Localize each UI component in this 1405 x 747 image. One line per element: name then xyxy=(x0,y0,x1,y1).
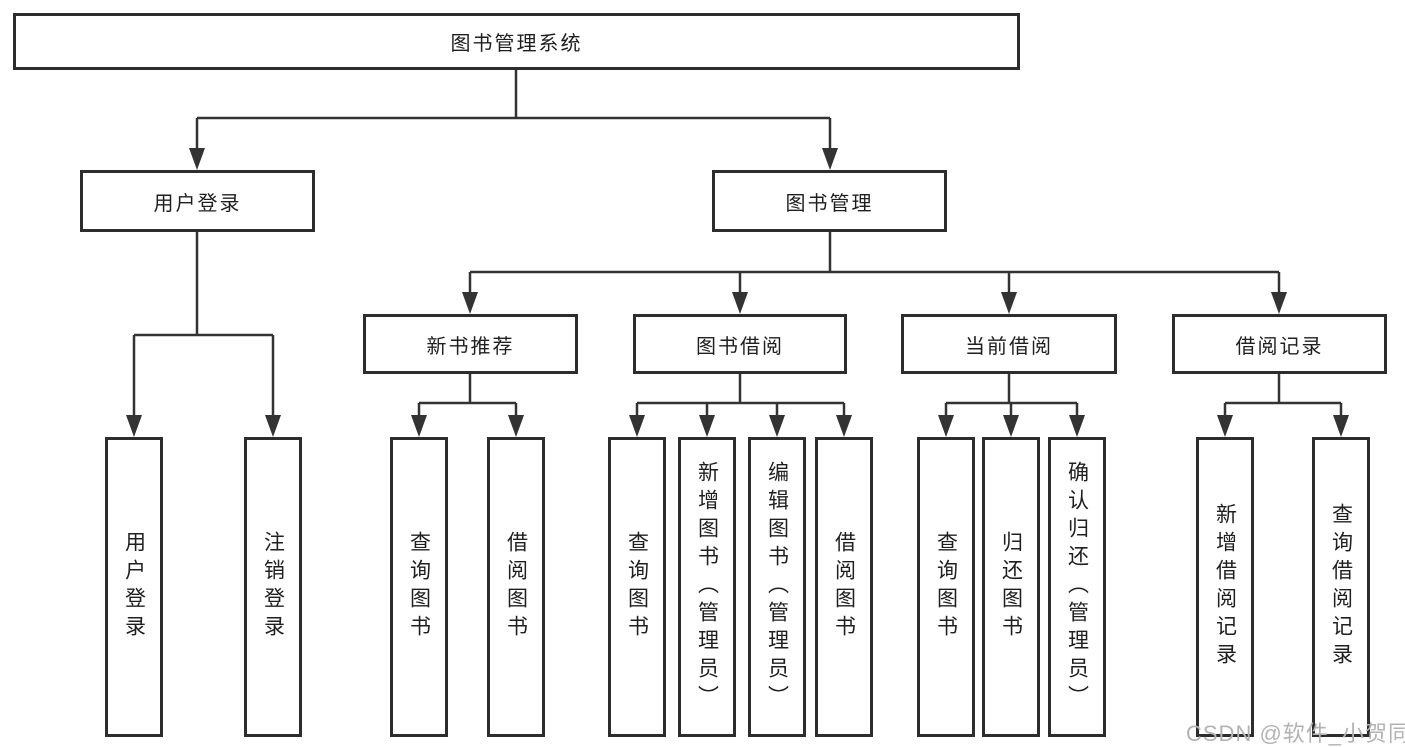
node-root-system: 图书管理系统 xyxy=(13,13,1020,70)
node-user-login: 用户登录 xyxy=(80,170,315,232)
connector-records-to-leaves xyxy=(1223,374,1343,419)
leaf-confirm-return-admin-label: 确认归还（管理员） xyxy=(1065,461,1089,713)
node-book-borrowing-label: 图书借阅 xyxy=(696,335,784,358)
leaf-borrow-books: 借阅图书 xyxy=(815,437,873,737)
leaf-return-book-label: 归还图书 xyxy=(999,531,1023,643)
node-root-label: 图书管理系统 xyxy=(450,33,583,55)
leaf-query-books-current-label: 查询图书 xyxy=(934,531,958,643)
leaf-confirm-return-admin: 确认归还（管理员） xyxy=(1048,437,1106,737)
node-borrowing-records-label: 借阅记录 xyxy=(1235,335,1324,358)
node-new-book-recommend: 新书推荐 xyxy=(363,314,578,374)
leaf-query-books-recommend: 查询图书 xyxy=(390,437,448,737)
leaf-borrow-books-recommend: 借阅图书 xyxy=(487,437,545,737)
leaf-add-book-admin-label: 新增图书（管理员） xyxy=(695,461,719,713)
node-book-management: 图书管理 xyxy=(712,170,947,232)
node-user-login-label: 用户登录 xyxy=(153,192,242,215)
leaf-borrow-books-label: 借阅图书 xyxy=(832,531,856,643)
node-book-management-label: 图书管理 xyxy=(785,192,874,215)
leaf-edit-book-admin-label: 编辑图书（管理员） xyxy=(765,461,789,713)
leaf-edit-book-admin: 编辑图书（管理员） xyxy=(748,437,806,737)
node-current-borrowing-label: 当前借阅 xyxy=(965,335,1053,358)
connector-userlogin-to-leaves xyxy=(132,232,275,419)
leaf-add-book-admin: 新增图书（管理员） xyxy=(678,437,736,737)
node-book-borrowing: 图书借阅 xyxy=(633,314,847,374)
csdn-watermark: CSDN @软件_小贺同学 xyxy=(1186,721,1405,746)
leaf-add-borrow-record-label: 新增借阅记录 xyxy=(1213,503,1237,671)
leaf-logout-label: 注销登录 xyxy=(261,531,285,643)
leaf-query-books-recommend-label: 查询图书 xyxy=(407,531,431,643)
connector-root-to-level2 xyxy=(195,70,832,152)
arrowheads-leaves xyxy=(126,415,1349,437)
leaf-query-borrow-record: 查询借阅记录 xyxy=(1312,437,1370,737)
node-current-borrowing: 当前借阅 xyxy=(901,314,1117,374)
arrowheads-level2 xyxy=(189,148,838,170)
leaf-query-books-borrowing: 查询图书 xyxy=(608,437,666,737)
node-borrowing-records: 借阅记录 xyxy=(1172,314,1387,374)
leaf-query-borrow-record-label: 查询借阅记录 xyxy=(1329,503,1353,671)
connector-newbook-to-leaves xyxy=(417,374,518,419)
connector-current-to-leaves xyxy=(944,374,1079,419)
leaf-borrow-books-recommend-label: 借阅图书 xyxy=(504,531,528,643)
connector-borrow-to-leaves xyxy=(635,374,846,419)
arrowheads-level3 xyxy=(462,292,1287,314)
node-new-book-recommend-label: 新书推荐 xyxy=(426,335,515,358)
leaf-add-borrow-record: 新增借阅记录 xyxy=(1196,437,1254,737)
leaf-user-login: 用户登录 xyxy=(105,437,163,737)
connector-bookmgmt-to-level3 xyxy=(468,232,1281,296)
leaf-query-books-borrowing-label: 查询图书 xyxy=(625,531,649,643)
leaf-user-login-label: 用户登录 xyxy=(122,531,146,643)
leaf-query-books-current: 查询图书 xyxy=(917,437,975,737)
leaf-return-book: 归还图书 xyxy=(982,437,1040,737)
leaf-logout: 注销登录 xyxy=(244,437,302,737)
